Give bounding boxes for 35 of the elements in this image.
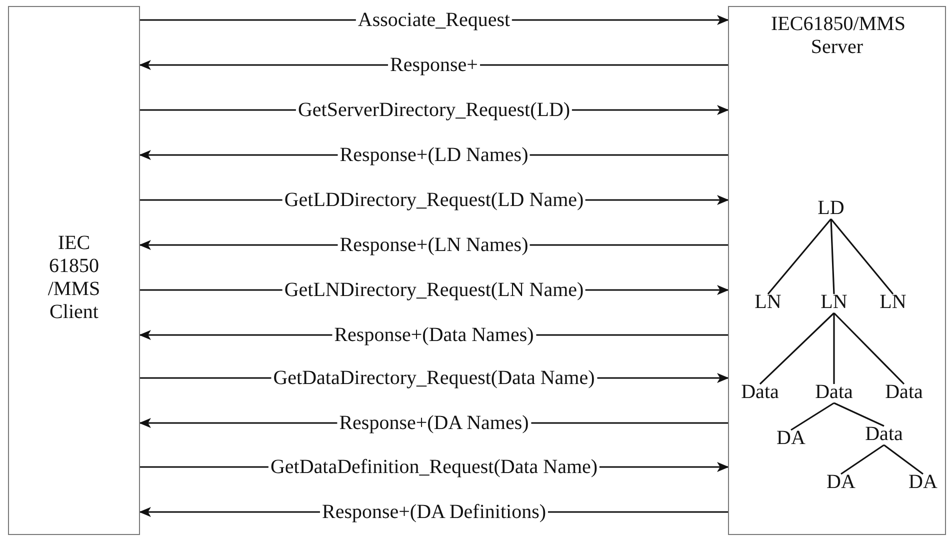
- edge-label: GetLNDirectory_Request(LN Name): [282, 279, 586, 301]
- edge-label: Response+(Data Names): [332, 324, 536, 346]
- edge-label: GetDataDefinition_Request(Data Name): [268, 456, 600, 478]
- tree-line: [840, 444, 884, 475]
- tree-line: [884, 444, 924, 475]
- tree-line: [833, 312, 905, 385]
- tree-node-label: LD: [818, 197, 844, 220]
- tree-line: [834, 402, 884, 427]
- tree-node-label: Data: [885, 381, 923, 404]
- tree-node-label: Data: [865, 423, 903, 446]
- edge-label: Response+(DA Definitions): [320, 501, 548, 523]
- tree-node-label: LN: [880, 291, 906, 314]
- server-title: IEC61850/MMS Server: [770, 13, 906, 59]
- edge-label: GetDataDirectory_Request(Data Name): [271, 367, 597, 389]
- edge-label: GetServerDirectory_Request(LD): [296, 99, 572, 121]
- tree-node-label: DA: [908, 471, 938, 494]
- server-box: [728, 6, 946, 535]
- client-box: [8, 6, 140, 535]
- tree-line: [790, 402, 834, 431]
- tree-line: [830, 218, 835, 294]
- tree-node-label: DA: [826, 471, 856, 494]
- tree-node-label: Data: [815, 381, 853, 404]
- tree-line: [833, 313, 835, 384]
- edge-label: Response+(DA Names): [337, 412, 531, 434]
- edge-label: GetLDDirectory_Request(LD Name): [282, 189, 586, 211]
- tree-line: [830, 218, 894, 294]
- client-title: IEC 61850 /MMS Client: [46, 232, 102, 324]
- tree-node-label: LN: [754, 291, 782, 314]
- tree-line: [767, 218, 832, 295]
- edge-label: Response+(LN Names): [338, 234, 530, 256]
- tree-node-label: LN: [820, 291, 848, 314]
- tree-line: [759, 312, 835, 385]
- edge-label: Response+(LD Names): [338, 144, 530, 166]
- tree-node-label: DA: [776, 427, 806, 450]
- tree-node-label: Data: [741, 381, 779, 404]
